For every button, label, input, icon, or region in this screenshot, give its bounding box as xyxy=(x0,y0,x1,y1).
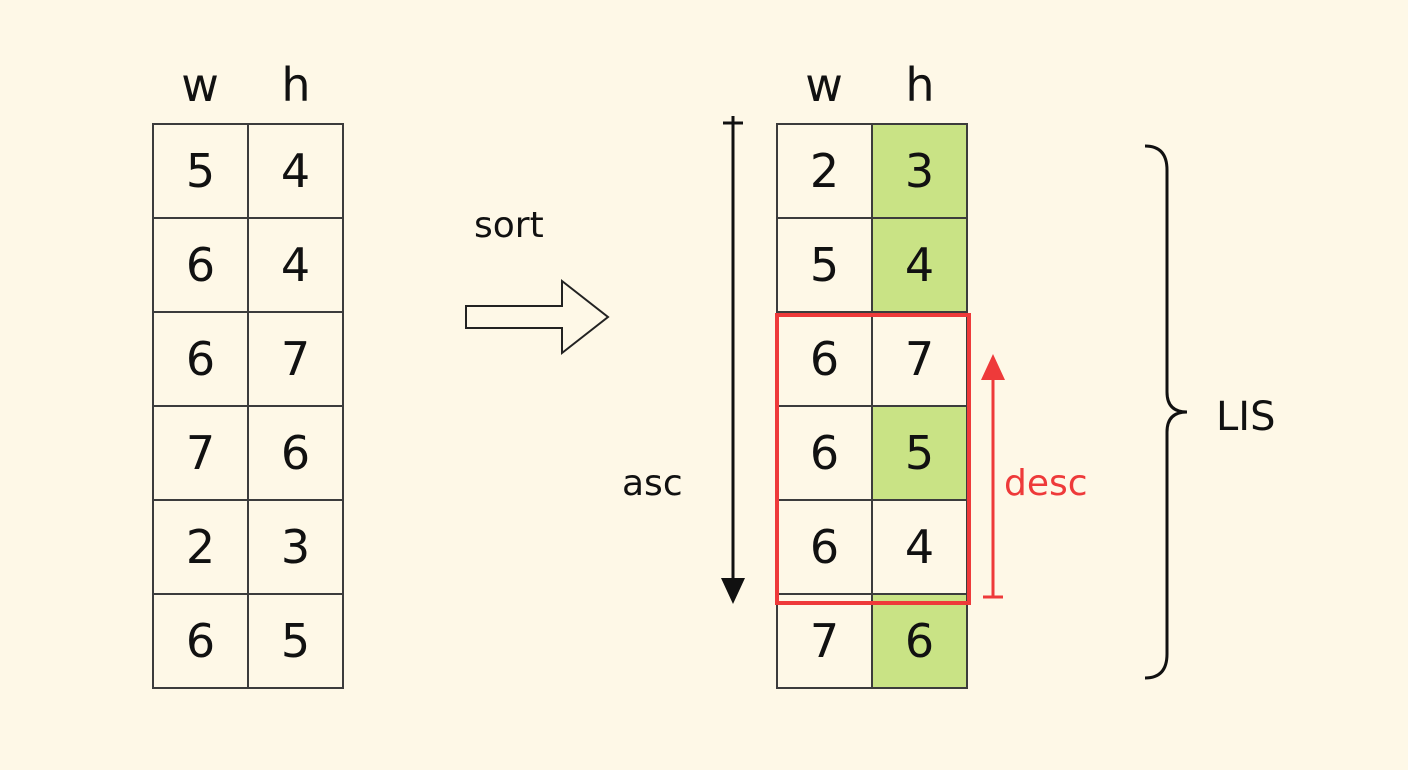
left-table-cell-w: 2 xyxy=(152,499,249,595)
right-table-cell-h: 5 xyxy=(871,405,968,501)
left-header-h: h xyxy=(281,58,311,112)
right-header-w: w xyxy=(805,58,843,112)
left-table-cell-w: 6 xyxy=(152,217,249,313)
right-table-cell-w: 6 xyxy=(776,405,873,501)
left-table-cell-w: 6 xyxy=(152,593,249,689)
right-table-cell-h: 7 xyxy=(871,311,968,407)
right-table-cell-h: 3 xyxy=(871,123,968,219)
right-table-cell-h: 4 xyxy=(871,217,968,313)
right-table-cell-w: 2 xyxy=(776,123,873,219)
left-header-w: w xyxy=(181,58,219,112)
left-table-cell-h: 7 xyxy=(247,311,344,407)
right-table-cell-w: 6 xyxy=(776,311,873,407)
right-table-cell-h: 4 xyxy=(871,499,968,595)
left-table-cell-h: 5 xyxy=(247,593,344,689)
right-table-cell-h: 6 xyxy=(871,593,968,689)
left-table-cell-w: 6 xyxy=(152,311,249,407)
left-table-cell-h: 6 xyxy=(247,405,344,501)
desc-label: desc xyxy=(1004,463,1088,504)
left-table-cell-w: 7 xyxy=(152,405,249,501)
right-table-cell-w: 5 xyxy=(776,217,873,313)
asc-arrow-icon xyxy=(721,116,745,604)
right-table-cell-w: 7 xyxy=(776,593,873,689)
left-table-cell-h: 4 xyxy=(247,217,344,313)
left-table-cell-h: 3 xyxy=(247,499,344,595)
desc-arrow-icon xyxy=(981,354,1005,599)
right-table-cell-w: 6 xyxy=(776,499,873,595)
left-table-cell-h: 4 xyxy=(247,123,344,219)
lis-label: LIS xyxy=(1216,394,1276,440)
asc-label: asc xyxy=(622,463,683,504)
right-header-h: h xyxy=(905,58,935,112)
left-table-cell-w: 5 xyxy=(152,123,249,219)
sort-label: sort xyxy=(474,205,544,246)
lis-brace-icon xyxy=(1144,144,1188,680)
desc-group-box xyxy=(775,313,971,605)
sort-arrow-icon xyxy=(465,278,610,356)
